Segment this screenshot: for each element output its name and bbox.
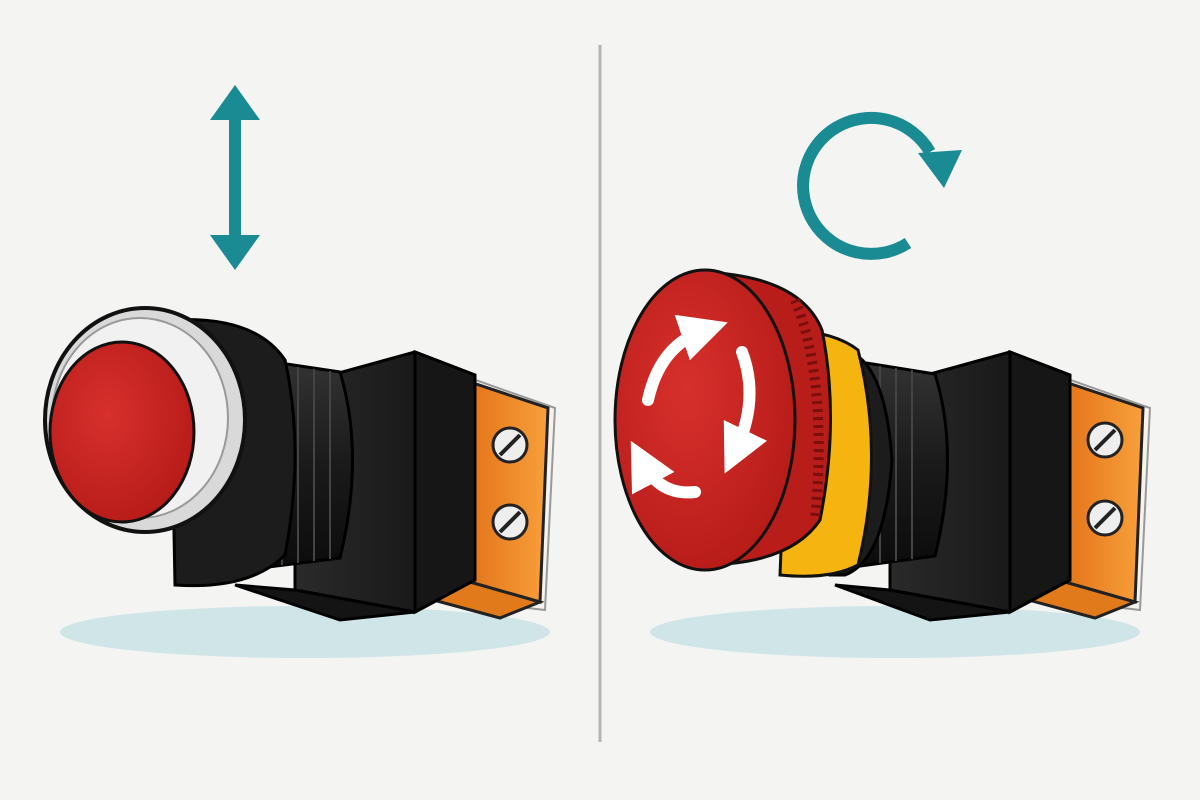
rotate-clockwise-icon: [797, 111, 962, 260]
mushroom-face: [613, 268, 797, 572]
twist-release-arrows-icon: [630, 314, 768, 499]
right-shadow: [650, 606, 1140, 658]
red-button-cap: [48, 340, 196, 524]
mushroom-knurled-rim: [790, 298, 824, 521]
push-pull-arrow-icon: [210, 85, 260, 270]
flush-push-button: [43, 306, 247, 534]
left-panel: [43, 85, 557, 658]
left-shadow: [60, 606, 550, 658]
right-panel: [613, 111, 1152, 658]
mushroom-emergency-stop-button: [613, 268, 832, 572]
